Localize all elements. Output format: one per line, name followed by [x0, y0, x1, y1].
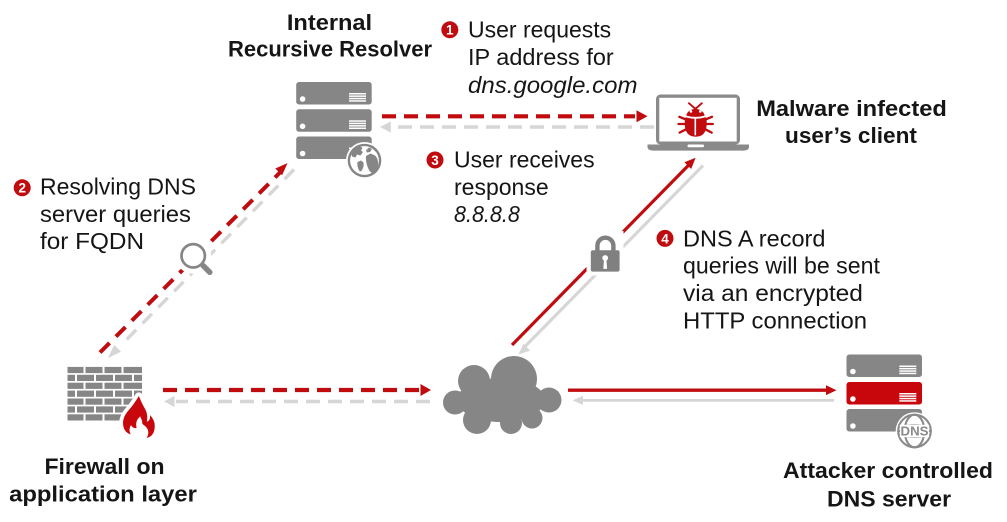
svg-text:response: response	[454, 174, 549, 200]
svg-text:4: 4	[661, 231, 669, 246]
svg-text:Internal: Internal	[287, 10, 372, 35]
svg-text:DNS: DNS	[901, 424, 929, 439]
svg-text:User receives: User receives	[454, 147, 595, 173]
svg-text:server queries: server queries	[40, 201, 191, 227]
svg-text:for FQDN: for FQDN	[40, 230, 144, 255]
svg-text:Malware infected: Malware infected	[756, 96, 947, 121]
svg-text:DNS server: DNS server	[827, 486, 951, 512]
svg-text:user’s client: user’s client	[785, 123, 917, 148]
svg-text:1: 1	[446, 23, 454, 38]
svg-text:8.8.8.8: 8.8.8.8	[454, 201, 520, 227]
svg-text:HTTP connection: HTTP connection	[683, 308, 867, 333]
svg-text:via an encrypted: via an encrypted	[683, 281, 863, 307]
svg-text:2: 2	[18, 181, 26, 196]
svg-text:3: 3	[431, 153, 439, 168]
svg-text:DNS A record: DNS A record	[683, 226, 825, 252]
svg-text:Attacker controlled: Attacker controlled	[783, 457, 993, 483]
svg-text:IP address for: IP address for	[468, 44, 614, 70]
svg-text:dns.google.com: dns.google.com	[468, 72, 637, 97]
svg-text:queries will be sent: queries will be sent	[683, 253, 881, 279]
svg-text:User requests: User requests	[468, 17, 611, 43]
svg-text:Recursive Resolver: Recursive Resolver	[228, 36, 432, 61]
svg-text:application layer: application layer	[9, 481, 197, 506]
svg-text:Resolving DNS: Resolving DNS	[40, 174, 196, 200]
svg-text:Firewall on: Firewall on	[44, 453, 164, 479]
